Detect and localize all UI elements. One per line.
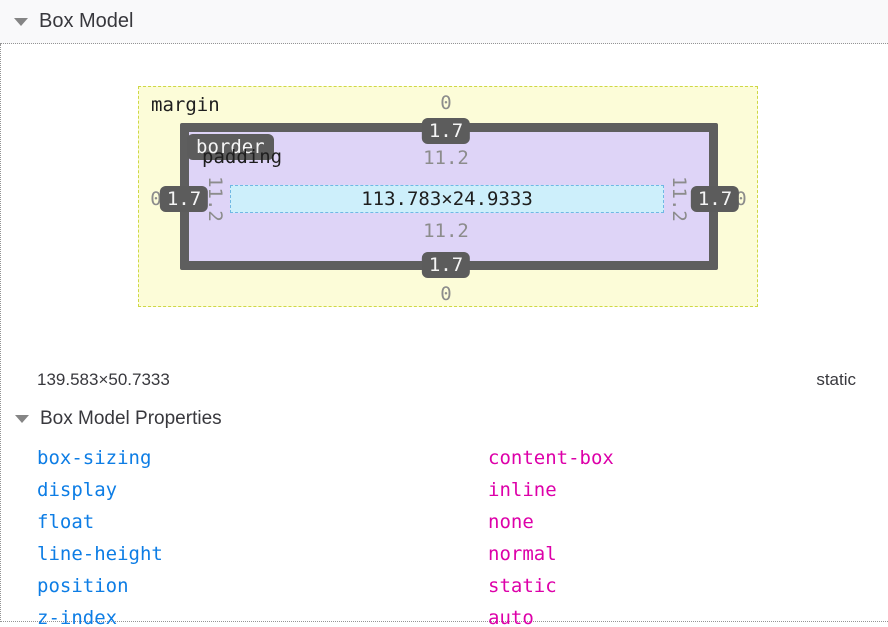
box-model-diagram: margin 0 0 0 0 border padding 11.2 11.2 …	[1, 44, 888, 356]
property-value: normal	[488, 543, 557, 565]
element-position: static	[816, 370, 856, 389]
border-label: border	[187, 134, 274, 160]
element-summary: 139.583×50.7333 static	[1, 356, 888, 390]
property-name: z-index	[37, 607, 118, 627]
property-value: static	[488, 575, 557, 597]
property-row: display inline	[1, 474, 888, 506]
property-row: box-sizing content-box	[1, 442, 888, 474]
padding-label: padding	[202, 146, 283, 168]
property-value: content-box	[488, 447, 614, 469]
properties-list: box-sizing content-box display inline fl…	[1, 436, 888, 627]
property-name: line-height	[37, 543, 163, 565]
margin-bottom-value[interactable]: 0	[440, 283, 452, 305]
border-bottom-value[interactable]: 1.7	[421, 252, 471, 278]
element-dimensions: 139.583×50.7333	[37, 370, 170, 389]
margin-region[interactable]: margin 0 0 0 0 border padding 11.2 11.2 …	[138, 86, 758, 307]
property-value: none	[488, 511, 534, 533]
box-model-properties-header[interactable]: Box Model Properties	[1, 390, 888, 436]
border-top-value[interactable]: 1.7	[421, 118, 471, 144]
property-row: float none	[1, 506, 888, 538]
collapse-arrow-icon[interactable]	[14, 17, 28, 26]
margin-top-value[interactable]: 0	[440, 92, 452, 114]
properties-title: Box Model Properties	[40, 408, 222, 429]
property-value: inline	[488, 479, 557, 501]
margin-left-value[interactable]: 0	[150, 188, 162, 210]
collapse-arrow-icon[interactable]	[15, 415, 29, 423]
content-size-value[interactable]: 113.783×24.9333	[361, 188, 533, 210]
margin-right-value[interactable]: 0	[735, 188, 747, 210]
property-name: display	[37, 479, 118, 501]
property-name: position	[37, 575, 129, 597]
padding-bottom-value[interactable]: 11.2	[423, 220, 469, 242]
margin-label: margin	[151, 94, 220, 116]
property-row: z-index auto	[1, 602, 888, 627]
property-name: box-sizing	[37, 447, 152, 469]
border-right-value[interactable]: 1.7	[690, 186, 740, 212]
property-name: float	[37, 511, 95, 533]
property-row: position static	[1, 570, 888, 602]
padding-top-value[interactable]: 11.2	[423, 147, 469, 169]
layout-panel: margin 0 0 0 0 border padding 11.2 11.2 …	[0, 44, 888, 627]
property-value: auto	[488, 607, 534, 627]
box-model-section-header[interactable]: Box Model	[0, 0, 888, 44]
box-model-title: Box Model	[39, 10, 134, 32]
padding-right-value[interactable]: 11.2	[668, 176, 690, 222]
property-row: line-height normal	[1, 538, 888, 570]
content-region[interactable]: 113.783×24.9333	[230, 185, 664, 213]
border-left-value[interactable]: 1.7	[159, 186, 209, 212]
